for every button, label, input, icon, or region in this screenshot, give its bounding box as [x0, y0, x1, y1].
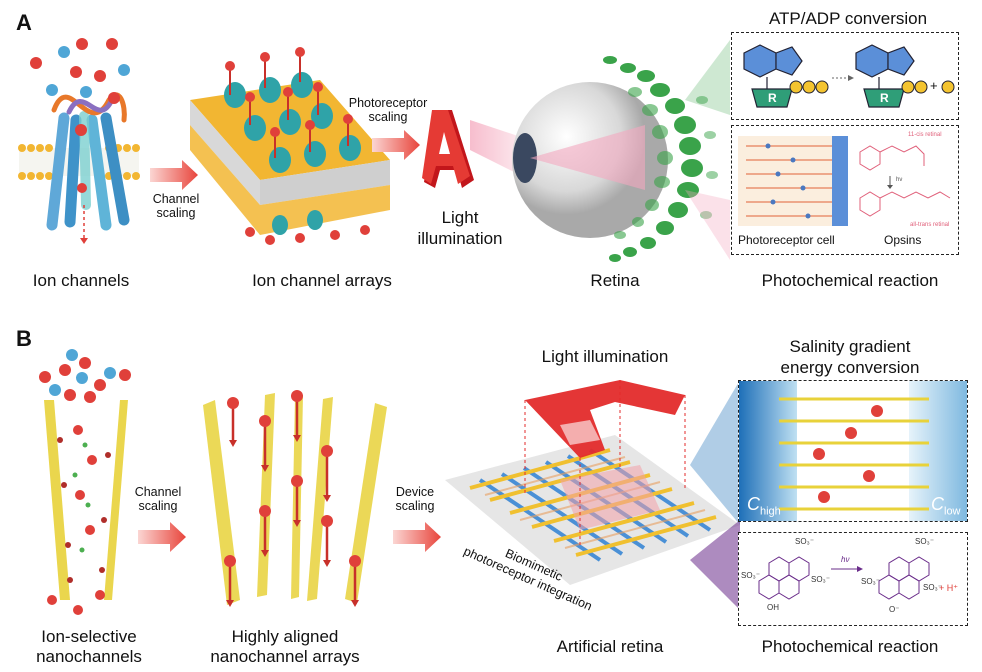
pyranine-structures [758, 556, 930, 600]
label-all-trans-retinal: all-trans retinal [910, 222, 950, 228]
panel-a-label: A [16, 10, 32, 35]
light-illumination-label-b: Light illumination [541, 347, 669, 366]
channel-proteins [224, 72, 361, 235]
zoom-wedges-b [690, 380, 740, 610]
device-scaling-arrow [393, 522, 441, 552]
panel-b-label: B [16, 326, 32, 351]
atp-molecule [743, 44, 829, 108]
artificial-retina-device [445, 380, 740, 585]
nanochannel-walls [44, 400, 128, 600]
so3-label-3: SO₃⁻ [811, 575, 831, 584]
caption-photochemical-reaction-a: Photochemical reaction [761, 271, 939, 290]
photoreceptor-scaling-arrow [372, 130, 420, 160]
c-low-subscript: low [944, 505, 961, 518]
oh-label: OH [767, 603, 779, 612]
caption-retina: Retina [590, 271, 640, 290]
aligned-ions [224, 390, 361, 607]
caption-artificial-retina: Artificial retina [556, 637, 664, 656]
salinity-channel-diagram [739, 381, 967, 521]
c-high-label: Chigh [747, 494, 781, 518]
array-ions [225, 47, 370, 245]
retinal-structures [859, 145, 951, 217]
so3-label-2: SO₃⁻ [741, 571, 761, 580]
pyranine-reaction-box: SO₃⁻ SO₃⁻ SO₃⁻ SO₃⁻ SO₃⁻ SO₃⁻ OH O⁻ hν +… [738, 532, 968, 626]
channel-scaling-arrow-a [150, 160, 198, 190]
label-hv-a: hν [896, 177, 903, 183]
h-plus-label: + H⁺ [939, 583, 959, 593]
caption-ion-selective-nanochannels: Ion-selective nanochannels [36, 627, 142, 666]
retina-cells [603, 56, 718, 262]
so3-label-5: SO₃⁻ [861, 577, 881, 586]
channel-helices [46, 92, 130, 231]
atp-ring-label: R [768, 91, 777, 105]
atp-plus: + [930, 78, 938, 93]
adp-ring-label: R [880, 91, 889, 105]
caption-ion-channels: Ion channels [32, 271, 130, 290]
caption-ion-channel-arrays: Ion channel arrays [252, 271, 392, 290]
light-letter-a-projection [524, 380, 686, 545]
caption-aligned-nanochannel-arrays: Highly aligned nanochannel arrays [210, 627, 360, 666]
eye-retina-illustration [470, 40, 730, 262]
device-scaling-label: Device scaling [395, 485, 435, 513]
light-source-letter-a [422, 110, 474, 188]
ion-selective-nanochannel-illustration [39, 349, 131, 615]
channel-scaling-label-b: Channel scaling [134, 485, 182, 513]
photoreceptor-scaling-label: Photoreceptor scaling [348, 96, 428, 124]
caption-photochemical-reaction-b: Photochemical reaction [761, 637, 939, 656]
ion-channel-illustration [18, 38, 140, 244]
hv-label-b: hν [841, 555, 850, 564]
salinity-gradient-box: Chigh Clow [738, 380, 968, 522]
atp-adp-title: ATP/ADP conversion [768, 9, 928, 28]
label-11-cis-retinal: 11-cis retinal [908, 132, 942, 138]
c-low-label: Clow [931, 494, 961, 518]
photoreceptor-cell-label: Photoreceptor cell [738, 233, 835, 247]
photoreceptor-cell-diagram [738, 136, 848, 226]
light-illumination-label-a: Light illumination [417, 208, 503, 248]
opsins-label: Opsins [884, 233, 922, 247]
atp-adp-molecules [743, 44, 955, 108]
o-minus-label: O⁻ [889, 605, 900, 614]
ion-channel-array-illustration [190, 47, 390, 245]
atp-adp-box: R R + [731, 32, 959, 120]
iris [513, 133, 537, 183]
aligned-nanochannel-array-illustration [203, 390, 387, 607]
channel-scaling-arrow-b [138, 522, 186, 552]
adp-molecule [855, 44, 955, 108]
so3-label-4: SO₃⁻ [915, 537, 935, 546]
so3-label-6: SO₃⁻ [923, 583, 943, 592]
c-high-subscript: high [760, 505, 781, 518]
so3-label-1: SO₃⁻ [795, 537, 815, 546]
channel-scaling-label-a: Channel scaling [152, 192, 200, 220]
photoreceptor-opsin-box: 11-cis retinal hν all-trans retinal Phot… [731, 125, 959, 255]
ions [30, 38, 130, 193]
salinity-gradient-title: Salinity gradient energy conversion [780, 337, 920, 377]
